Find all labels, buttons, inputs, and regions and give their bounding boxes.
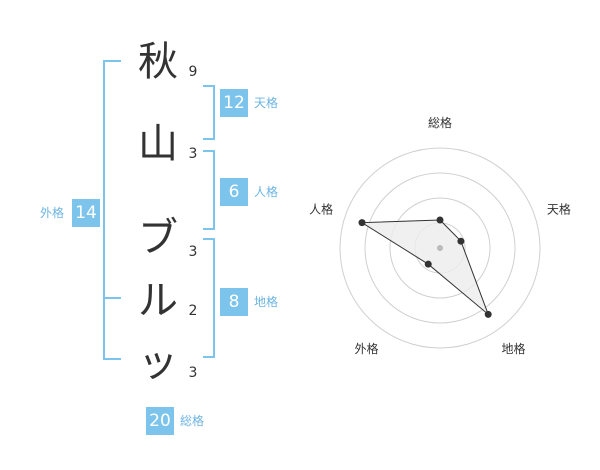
gaikaku-badge: 14 <box>72 199 100 227</box>
radar-ring-3 <box>364 172 516 324</box>
name-char-4: ル <box>138 278 178 324</box>
radar-point-3 <box>484 310 492 318</box>
radar-axis-label-4: 外格 <box>355 341 379 356</box>
radar-axis-label-3: 地格 <box>501 341 525 356</box>
radar-point-2 <box>457 237 465 245</box>
stroke-count-1: 9 <box>188 64 198 80</box>
chikaku-bracket <box>203 238 215 358</box>
jinkaku-bracket <box>203 150 215 230</box>
soukaku-label: 総格 <box>180 414 205 428</box>
radar-ring-4 <box>339 147 541 349</box>
name-char-1: 秋 <box>138 39 178 85</box>
gaikaku-label: 外格 <box>40 206 65 220</box>
stroke-count-5: 3 <box>188 365 198 381</box>
radar-point-1 <box>436 216 444 224</box>
jinkaku-badge: 6 <box>220 178 248 206</box>
tenkaku-label: 天格 <box>254 96 279 110</box>
radar-point-5 <box>358 219 366 227</box>
name-char-3: ブ <box>138 215 178 261</box>
radar-axis-label-5: 人格 <box>309 201 333 216</box>
radar-ring-2 <box>389 197 491 299</box>
stroke-count-4: 2 <box>188 303 198 319</box>
radar-area <box>360 219 490 316</box>
radar-center-dot <box>437 245 443 251</box>
stroke-count-2: 3 <box>188 146 198 162</box>
radar-axis-label-2: 天格 <box>547 201 571 216</box>
tenkaku-bracket <box>203 85 215 140</box>
name-char-2: 山 <box>138 121 178 167</box>
radar-point-4 <box>424 260 432 268</box>
chikaku-badge: 8 <box>220 288 248 316</box>
tenkaku-badge: 12 <box>220 89 248 117</box>
gaikaku-bracket <box>103 60 121 360</box>
gaikaku-bracket-mid-tick <box>103 297 121 299</box>
name-char-5: ッ <box>138 340 178 386</box>
soukaku-badge: 20 <box>146 407 174 435</box>
chikaku-label: 地格 <box>254 295 279 309</box>
jinkaku-label: 人格 <box>254 185 279 199</box>
radar-axis-label-1: 総格 <box>428 115 452 130</box>
stroke-count-3: 3 <box>188 244 198 260</box>
